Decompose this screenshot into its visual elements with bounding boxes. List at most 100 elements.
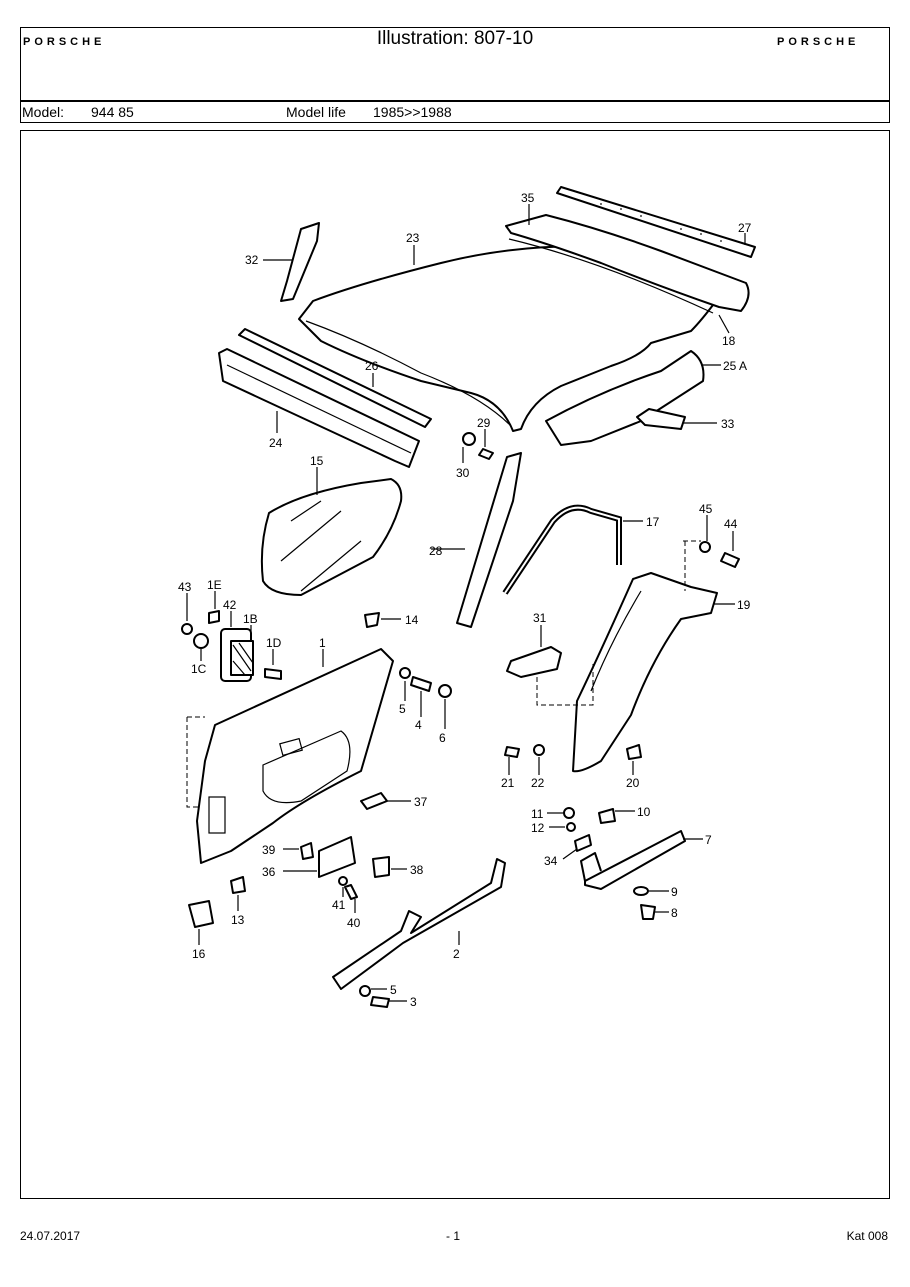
callout-37: 37 [414, 795, 428, 809]
callout-18: 18 [722, 334, 736, 348]
model-life-value: 1985>>1988 [373, 104, 452, 120]
callout-1: 1 [319, 636, 326, 650]
callout-33: 33 [721, 417, 735, 431]
part-36-plate [318, 836, 356, 878]
callout-19: 19 [737, 598, 751, 612]
callout-41: 41 [332, 898, 346, 912]
callout-3: 3 [410, 995, 417, 1009]
callout-21: 21 [501, 776, 515, 790]
part-9-washer [633, 886, 649, 896]
part-14-clip [364, 612, 380, 628]
callout-29: 29 [477, 416, 491, 430]
callout-28: 28 [429, 544, 443, 558]
callout-11: 11 [531, 807, 544, 821]
strip-texture [600, 203, 722, 242]
model-life-label: Model life [286, 104, 346, 120]
part-2-lower-trim [332, 858, 506, 990]
callout-10: 10 [637, 805, 651, 819]
part-1-door-panel [196, 648, 394, 864]
callout-42: 42 [223, 598, 237, 612]
callout-25a: 25 A [723, 359, 747, 373]
part-35-rear-roof-member [505, 214, 750, 312]
part-20-clip [626, 744, 642, 760]
part-38-latch [372, 856, 390, 878]
callout-27: 27 [738, 221, 752, 235]
callout-16: 16 [192, 947, 206, 961]
callout-2: 2 [453, 947, 460, 961]
callout-20: 20 [626, 776, 640, 790]
callout-38: 38 [410, 863, 424, 877]
part-6-cap [438, 684, 452, 698]
part-28-pillar-seal [456, 452, 522, 628]
model-row: Model: 944 85 Model life 1985>>1988 [21, 102, 889, 122]
callout-43: 43 [178, 580, 192, 594]
callout-34: 34 [544, 854, 558, 868]
callout-1d: 1D [266, 636, 282, 650]
footer-date: 24.07.2017 [20, 1229, 81, 1243]
callout-8: 8 [671, 906, 678, 920]
part-8-screw [640, 904, 656, 920]
part-4-screw [410, 676, 432, 692]
part-24-roof-side-trim [218, 348, 420, 468]
callout-23: 23 [406, 231, 420, 245]
part-41-washer [338, 876, 348, 886]
model-value: 944 85 [91, 104, 134, 120]
part-43-cap [181, 623, 193, 635]
part-32-pillar-trim [280, 222, 320, 302]
part-16-plug [188, 900, 214, 928]
illustration-title: Illustration: 807-10 [376, 28, 534, 49]
part-1e-clip [208, 610, 220, 624]
part-1c-grommet [193, 633, 209, 649]
callout-40: 40 [347, 916, 361, 930]
porsche-logo-left: PORSCHE [23, 36, 106, 48]
callout-4: 4 [415, 718, 422, 732]
part-26-roof-rail [238, 328, 432, 428]
part-37-bracket [360, 792, 388, 810]
callout-7: 7 [705, 833, 712, 847]
part-3-screw [370, 996, 390, 1008]
callout-26: 26 [365, 359, 379, 373]
part-39-clip [300, 842, 314, 860]
callout-24: 24 [269, 436, 283, 450]
part-45-washer [699, 541, 711, 553]
callout-1c: 1C [191, 662, 207, 676]
callout-36: 36 [262, 865, 276, 879]
part-12-washer [566, 822, 576, 832]
callout-1b: 1B [243, 612, 258, 626]
exploded-parts-diagram: 23 35 18 27 32 26 24 25 A [178, 186, 756, 1009]
callout-35: 35 [521, 191, 535, 205]
part-11-nut [563, 807, 575, 819]
part-17-door-seal [502, 504, 622, 595]
callout-15: 15 [310, 454, 324, 468]
callout-5b: 5 [390, 983, 397, 997]
header: PORSCHE Illustration: 807-10 PORSCHE Mod… [20, 27, 890, 123]
part-1d-screw [264, 668, 282, 680]
parts-illustration: 23 35 18 27 32 26 24 25 A [20, 130, 890, 1199]
part-15-window-glass [260, 478, 403, 596]
callout-39: 39 [262, 843, 276, 857]
part-29-screw [478, 448, 494, 460]
part-21-screw [504, 746, 520, 758]
callout-5a: 5 [399, 702, 406, 716]
part-10-clip [598, 808, 616, 824]
part-31-door-handle [506, 646, 562, 678]
part-22-washer [533, 744, 545, 756]
part-25a-quarter-trim [545, 350, 705, 446]
part-7-sill-trim [580, 830, 686, 890]
part-34-bracket [574, 834, 592, 852]
part-5-washer-lower [359, 985, 371, 997]
callout-45: 45 [699, 502, 713, 516]
model-label: Model: [22, 104, 65, 120]
callout-13: 13 [231, 913, 245, 927]
header-divider [21, 100, 889, 102]
callout-22: 22 [531, 776, 545, 790]
part-33-handle-cover [636, 408, 686, 430]
callout-14: 14 [405, 613, 419, 627]
porsche-logo-right: PORSCHE [777, 36, 860, 48]
callout-32: 32 [245, 253, 259, 267]
callout-12: 12 [531, 821, 545, 835]
callout-44: 44 [724, 517, 738, 531]
callout-31: 31 [533, 611, 547, 625]
callout-30: 30 [456, 466, 470, 480]
part-5-washer [399, 667, 411, 679]
